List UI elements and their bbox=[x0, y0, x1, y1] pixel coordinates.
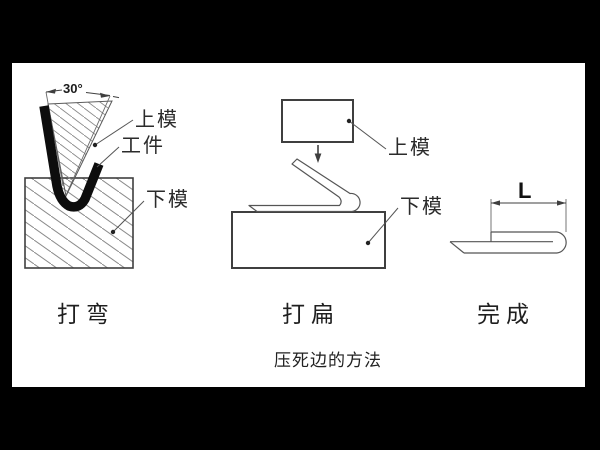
dimension-label-L: L bbox=[518, 178, 532, 203]
workpiece-bent-strip bbox=[39, 105, 104, 212]
dim-arrow-left bbox=[491, 200, 500, 206]
press-arrow-icon bbox=[314, 153, 322, 163]
label-upper-die-middle: 上模 bbox=[388, 137, 432, 159]
upper-die-v-punch bbox=[47, 100, 113, 198]
workpiece-prebent bbox=[248, 158, 361, 213]
leader-workpiece bbox=[96, 146, 120, 168]
step-label-finished: 完成 bbox=[477, 301, 535, 327]
angle-arrow-left bbox=[46, 88, 56, 94]
hemmed-sheet bbox=[449, 231, 567, 254]
panel-flattening bbox=[231, 99, 399, 269]
step-label-flattening: 打扁 bbox=[282, 301, 340, 327]
angle-leg-right bbox=[66, 95, 111, 194]
leader-dot-lower-die bbox=[110, 229, 116, 235]
dim-arrow-right bbox=[557, 200, 566, 206]
leader-dot-upper-die bbox=[92, 142, 98, 148]
angle-label: 30° bbox=[63, 81, 83, 96]
angle-arrow-right bbox=[100, 92, 110, 98]
upper-flat-die bbox=[281, 99, 354, 143]
panel-bending bbox=[24, 88, 145, 269]
figure-caption: 压死边的方法 bbox=[274, 351, 382, 370]
leader-dot-lower-die bbox=[365, 240, 371, 246]
leader-dot-upper-die bbox=[346, 118, 352, 124]
step-label-bending: 打弯 bbox=[57, 301, 115, 327]
panel-finished bbox=[449, 199, 567, 254]
lower-die-block bbox=[24, 177, 134, 269]
label-lower-die-left: 下模 bbox=[146, 189, 190, 211]
label-workpiece: 工件 bbox=[121, 135, 165, 157]
label-upper-die-left: 上模 bbox=[135, 109, 179, 131]
label-lower-die-middle: 下模 bbox=[400, 196, 444, 218]
lower-flat-die bbox=[231, 211, 386, 269]
